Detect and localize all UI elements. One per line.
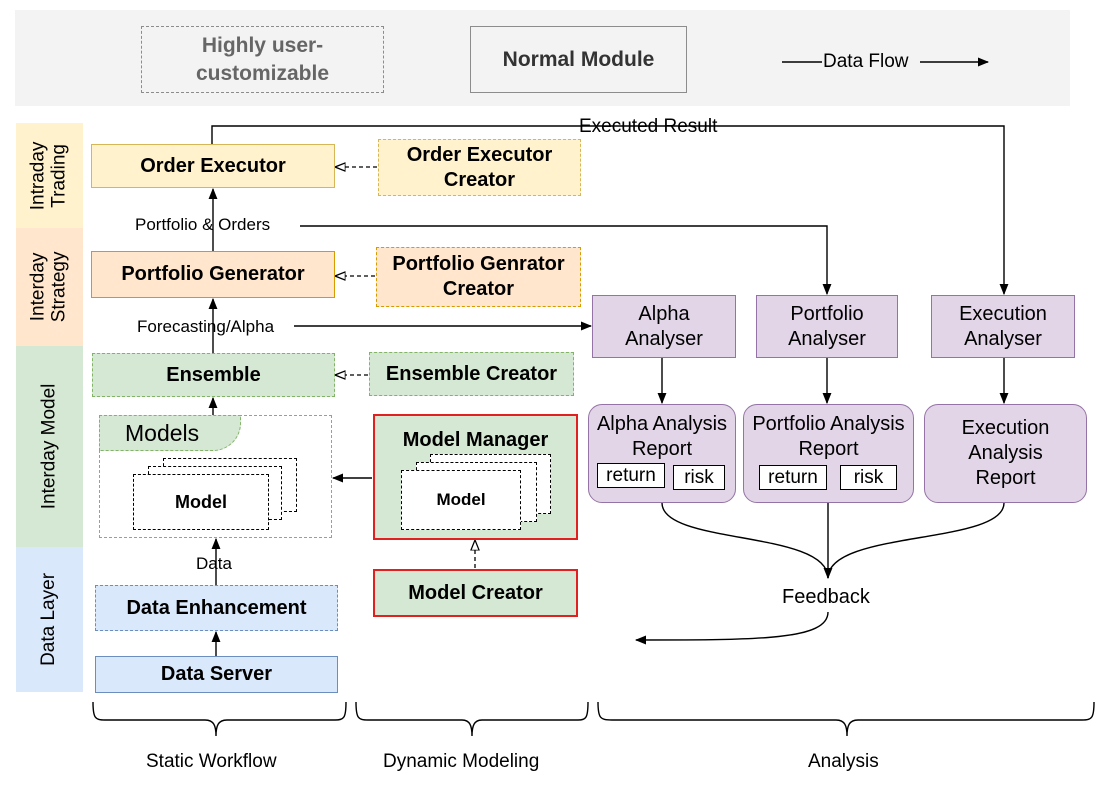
- mm-model-card: Model: [401, 470, 521, 530]
- legend-normal-label: Normal Module: [502, 47, 655, 71]
- portfolio-analyser-label: Portfolio Analyser: [788, 302, 866, 350]
- portfolio-generator-creator: Portfolio Genrator Creator: [376, 247, 581, 307]
- legend-dataflow-label: Data Flow: [823, 51, 909, 72]
- order-executor: Order Executor: [91, 144, 335, 188]
- models-label: Models: [125, 420, 200, 446]
- ensemble: Ensemble: [92, 353, 335, 397]
- portfolio-risk-box: risk: [840, 465, 897, 490]
- brace-static: [92, 701, 347, 737]
- portfolio-return-box: return: [759, 465, 827, 490]
- execution-analyser: Execution Analyser: [931, 295, 1075, 358]
- portfolio-return-label: return: [768, 466, 818, 488]
- ensemble-creator: Ensemble Creator: [369, 352, 574, 396]
- brace-analysis: [597, 701, 1095, 737]
- mm-model-label: Model: [436, 490, 486, 509]
- alpha-risk-box: risk: [673, 465, 725, 490]
- execution-report-label: Execution Analysis Report: [961, 417, 1050, 489]
- forecasting-alpha-label: Forecasting/Alpha: [137, 317, 275, 337]
- alpha-return-label: return: [606, 464, 656, 486]
- alpha-analyser-label: Alpha Analyser: [625, 302, 703, 350]
- portfolio-generator: Portfolio Generator: [91, 251, 335, 298]
- model-manager-label: Model Manager: [402, 429, 549, 451]
- brace-dynamic: [355, 701, 589, 737]
- legend-customizable: Highly user-customizable: [141, 26, 384, 93]
- data-server-label: Data Server: [160, 663, 273, 685]
- portfolio-generator-label: Portfolio Generator: [121, 263, 305, 285]
- execution-analyser-label: Execution Analyser: [959, 302, 1047, 350]
- alpha-report-merge: [661, 502, 833, 580]
- section-dynamic-modeling: Dynamic Modeling: [383, 751, 540, 772]
- portfolio-generator-creator-label: Portfolio Genrator Creator: [392, 253, 565, 300]
- execution-report-merge: [827, 502, 1005, 579]
- order-executor-creator-label: Order Executor Creator: [406, 143, 553, 191]
- layer-data: Data Layer: [16, 547, 83, 692]
- ensemble-label: Ensemble: [166, 363, 261, 386]
- layer-interday-strategy: Interday Strategy: [16, 228, 83, 346]
- alpha-analyser: Alpha Analyser: [592, 295, 736, 358]
- portfolio-risk-label: risk: [853, 466, 884, 488]
- executed-result-arrow: [211, 125, 1009, 296]
- layer-interday-model: Interday Model: [16, 346, 83, 547]
- feedback-arrow: [634, 611, 829, 645]
- model-creator-label: Model Creator: [408, 581, 543, 604]
- portfolio-report-label: Portfolio Analysis Report: [752, 413, 905, 460]
- alpha-risk-label: risk: [684, 466, 714, 488]
- ensemble-creator-label: Ensemble Creator: [385, 362, 558, 385]
- alpha-return-box: return: [597, 463, 665, 488]
- data-server: Data Server: [95, 656, 338, 693]
- layer-intraday-trading: Intraday Trading: [16, 123, 83, 228]
- order-executor-creator: Order Executor Creator: [378, 139, 581, 196]
- data-enhancement-label: Data Enhancement: [126, 596, 307, 619]
- portfolio-orders-label: Portfolio & Orders: [135, 215, 271, 235]
- portfolio-analyser: Portfolio Analyser: [756, 295, 898, 358]
- alpha-report-label: Alpha Analysis Report: [596, 413, 728, 460]
- data-enhancement: Data Enhancement: [95, 585, 338, 631]
- section-analysis: Analysis: [808, 751, 879, 772]
- model-label: Model: [175, 491, 227, 512]
- section-static-workflow: Static Workflow: [146, 751, 277, 772]
- model-creator: Model Creator: [373, 569, 578, 617]
- portfolio-orders-arrow: [300, 225, 832, 296]
- model-card: Model: [133, 474, 269, 530]
- legend-customizable-label: Highly user-customizable: [195, 34, 330, 85]
- execution-report: Execution Analysis Report: [924, 404, 1087, 503]
- data-flow-label: Data: [196, 554, 232, 574]
- feedback-label: Feedback: [782, 586, 870, 608]
- legend-normal: Normal Module: [470, 26, 687, 93]
- order-executor-label: Order Executor: [140, 154, 286, 177]
